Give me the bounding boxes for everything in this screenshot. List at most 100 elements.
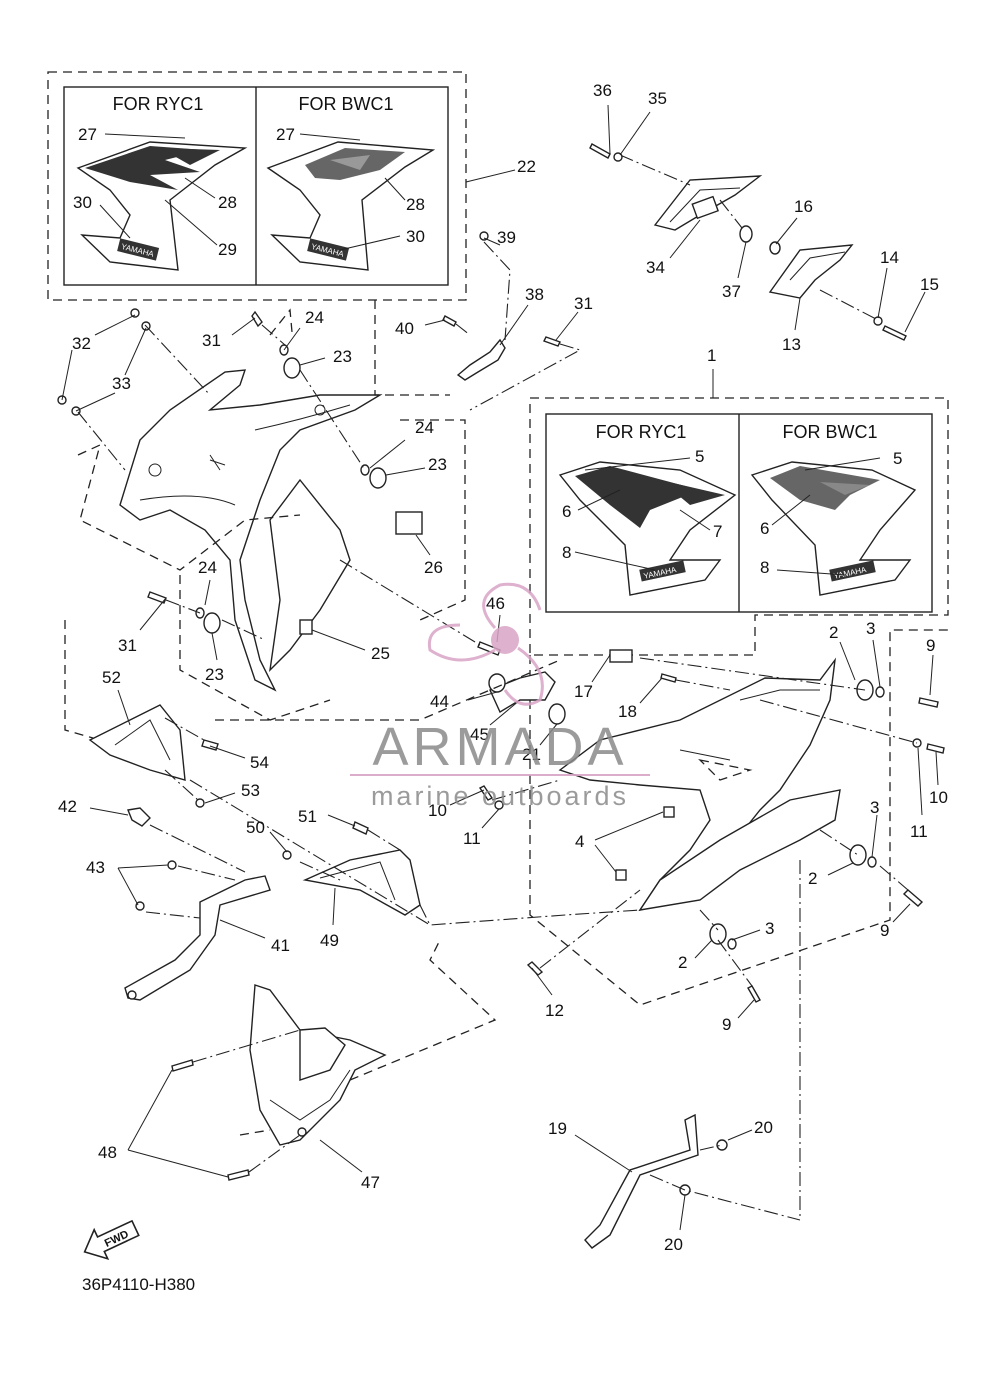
bolt-set-lower-right — [478, 673, 945, 1003]
callout-41: 41 — [271, 936, 290, 955]
lower-cowl-decal-ryc1: YAMAHA — [558, 461, 737, 596]
callout-25: 25 — [371, 644, 390, 663]
callout-2b: 2 — [808, 869, 817, 888]
callout-1: 1 — [707, 346, 716, 365]
callout-26: 26 — [424, 558, 443, 577]
fwd-arrow: FWD — [83, 1219, 140, 1261]
callout-50: 50 — [246, 818, 265, 837]
callout-24: 24 — [305, 308, 324, 327]
callout-52: 52 — [102, 668, 121, 687]
callout-54: 54 — [250, 753, 269, 772]
svg-text:FWD: FWD — [103, 1228, 131, 1249]
callout-30: 30 — [73, 193, 92, 212]
bolt-set-upper — [57, 231, 561, 604]
callout-6: 6 — [562, 502, 571, 521]
watermark-tagline: marine outboards — [371, 781, 629, 811]
decal-group-box-22 — [47, 71, 467, 301]
variant-label-bwc1-lower: FOR BWC1 — [782, 422, 877, 442]
under-cowl-47 — [249, 984, 387, 1146]
variant-label-bwc1-upper: FOR BWC1 — [298, 94, 393, 114]
callout-42: 42 — [58, 797, 77, 816]
diagram-code: 36P4110-H380 — [82, 1275, 195, 1294]
callout-15: 15 — [920, 275, 939, 294]
air-duct-34 — [653, 175, 763, 243]
callout-23b: 23 — [428, 455, 447, 474]
inner-panel-52 — [88, 704, 186, 781]
callout-19: 19 — [548, 1119, 567, 1138]
callout-40: 40 — [395, 319, 414, 338]
watermark-name: ARMADA — [372, 717, 627, 777]
callout-37: 37 — [722, 282, 741, 301]
callout-51: 51 — [298, 807, 317, 826]
callout-46: 46 — [486, 594, 505, 613]
callout-10: 10 — [428, 801, 447, 820]
callout-33: 33 — [112, 374, 131, 393]
variant-label-ryc1-upper: FOR RYC1 — [113, 94, 204, 114]
callout-43: 43 — [86, 858, 105, 877]
callout-11b: 11 — [910, 822, 928, 841]
decal-group-box-1 — [529, 397, 949, 656]
callout-16: 16 — [794, 197, 813, 216]
lower-cowl-decal-bwc1: YAMAHA — [750, 461, 917, 596]
callout-22: 22 — [517, 157, 536, 176]
callout-2c: 2 — [678, 953, 687, 972]
stay-45 — [489, 671, 556, 714]
callout-9: 9 — [926, 636, 935, 655]
callout-32: 32 — [72, 334, 91, 353]
callout-38: 38 — [525, 285, 544, 304]
callout-5b: 5 — [893, 449, 902, 468]
callout-34: 34 — [646, 258, 665, 277]
callout-31c: 31 — [118, 636, 137, 655]
callout-7: 7 — [713, 522, 722, 541]
callout-13: 13 — [782, 335, 801, 354]
watermark-logo — [427, 582, 544, 706]
callout-9c: 9 — [722, 1015, 731, 1034]
upper-fairing-assembly — [119, 369, 383, 692]
upper-cowl-decal-bwc1: YAMAHA — [266, 141, 436, 271]
callout-18: 18 — [618, 702, 637, 721]
collar-44 — [488, 673, 506, 693]
callout-44: 44 — [430, 692, 449, 711]
callout-36: 36 — [593, 81, 612, 100]
callout-numbers: 1 2 2 2 3 3 3 4 5 5 6 6 7 8 8 9 9 9 10 1… — [58, 81, 948, 1254]
callout-3: 3 — [866, 619, 875, 638]
callout-31: 31 — [202, 331, 221, 350]
callout-49: 49 — [320, 931, 339, 950]
callout-20b: 20 — [664, 1235, 683, 1254]
bracket-38 — [456, 338, 506, 381]
callout-2: 2 — [829, 623, 838, 642]
callout-6b: 6 — [760, 519, 769, 538]
callout-4: 4 — [575, 832, 584, 851]
callout-3c: 3 — [765, 919, 774, 938]
callout-leaders — [61, 104, 939, 1231]
stay-41 — [124, 875, 271, 1001]
callout-27: 27 — [78, 125, 97, 144]
callout-30b: 30 — [406, 227, 425, 246]
callout-14: 14 — [880, 248, 899, 267]
grommet-set — [195, 344, 387, 634]
callout-17: 17 — [574, 682, 593, 701]
callout-28b: 28 — [406, 195, 425, 214]
callout-23c: 23 — [205, 665, 224, 684]
callout-45: 45 — [470, 725, 489, 744]
clip-42 — [127, 807, 151, 827]
callout-24b: 24 — [415, 418, 434, 437]
callout-5: 5 — [695, 447, 704, 466]
callout-8b: 8 — [760, 558, 769, 577]
callout-29: 29 — [218, 240, 237, 259]
cushion-26 — [395, 511, 423, 535]
callout-20: 20 — [754, 1118, 773, 1137]
callout-11: 11 — [463, 829, 481, 848]
callout-28: 28 — [218, 193, 237, 212]
callout-21: 21 — [522, 745, 541, 764]
callout-48: 48 — [98, 1143, 117, 1162]
callout-24c: 24 — [198, 558, 217, 577]
callout-3b: 3 — [870, 798, 879, 817]
callout-39: 39 — [497, 228, 516, 247]
callout-10b: 10 — [929, 788, 948, 807]
callout-47: 47 — [361, 1173, 380, 1192]
callout-31b: 31 — [574, 294, 593, 313]
callout-8: 8 — [562, 543, 571, 562]
callout-12: 12 — [545, 1001, 564, 1020]
